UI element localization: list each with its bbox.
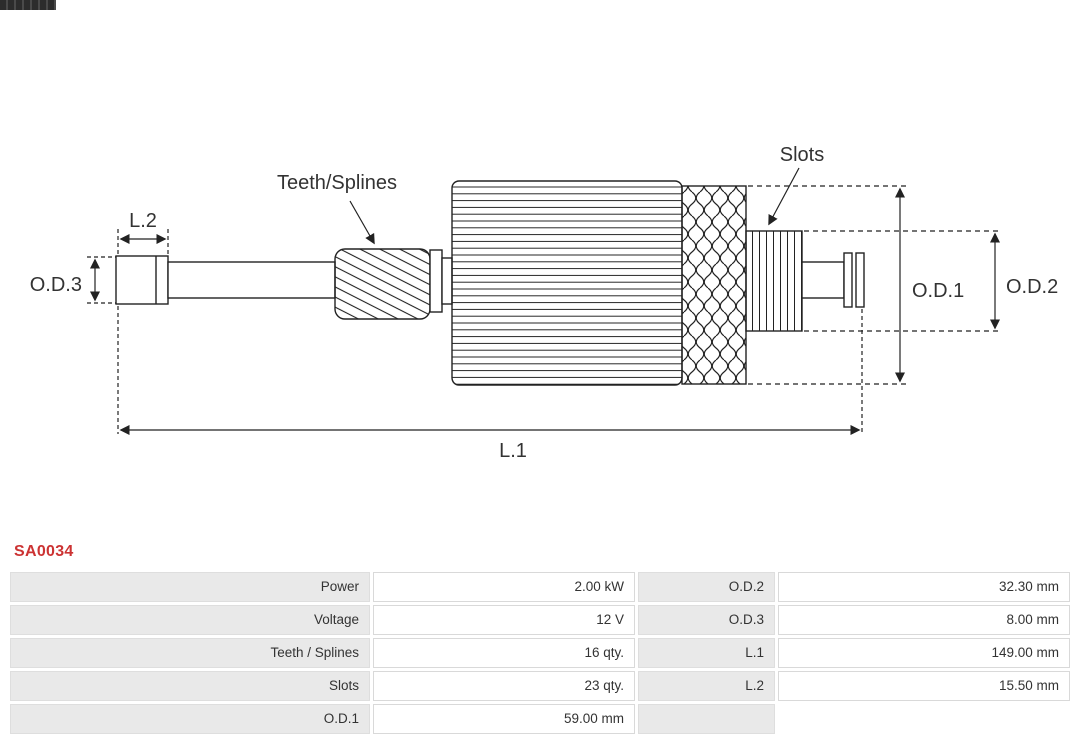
armature-body [115, 180, 865, 386]
spec-value-cell: 15.50 mm [778, 671, 1070, 701]
teeth-splines-pointer-arrow [349, 200, 375, 245]
shaft-left-end [115, 255, 169, 305]
spec-label-cell: Voltage [10, 605, 370, 635]
shaft-right [801, 261, 845, 299]
windings [681, 185, 747, 385]
spec-label-cell: L.2 [638, 671, 775, 701]
part-number: SA0034 [14, 543, 74, 560]
spec-label-cell: O.D.2 [638, 572, 775, 602]
spec-value-cell: 32.30 mm [778, 572, 1070, 602]
spec-label-cell: Teeth / Splines [10, 638, 370, 668]
spec-value-cell: 149.00 mm [778, 638, 1070, 668]
spec-value-cell: 59.00 mm [373, 704, 635, 734]
spec-value-cell: 16 qty. [373, 638, 635, 668]
od2-label: O.D.2 [1006, 276, 1058, 298]
spec-value-cell: 12 V [373, 605, 635, 635]
teeth-splines-gear [334, 248, 431, 320]
end-groove-2 [855, 252, 865, 308]
teeth-splines-label: Teeth/Splines [277, 172, 397, 194]
dimension-lines [87, 167, 1002, 436]
spec-label-cell [638, 704, 775, 734]
collar-outer [429, 249, 443, 313]
dimension-labels: L.2 O.D.3 Teeth/Splines Slots O.D.1 O.D.… [30, 144, 1059, 462]
spec-value-cell [778, 704, 1070, 734]
collar-inner [441, 257, 453, 305]
slots-pointer-arrow [768, 167, 800, 226]
spec-label-cell: O.D.3 [638, 605, 775, 635]
shaft-left [167, 261, 336, 299]
slots-label: Slots [780, 144, 824, 166]
commutator [745, 230, 803, 332]
spec-value-cell: 2.00 kW [373, 572, 635, 602]
spec-label-cell: Power [10, 572, 370, 602]
armature-technical-diagram: L.2 O.D.3 Teeth/Splines Slots O.D.1 O.D.… [30, 144, 1059, 462]
od3-label: O.D.3 [30, 274, 82, 296]
l1-label: L.1 [499, 440, 527, 462]
od1-label: O.D.1 [912, 280, 964, 302]
spec-value-cell: 8.00 mm [778, 605, 1070, 635]
l2-label: L.2 [129, 210, 157, 232]
spec-label-cell: L.1 [638, 638, 775, 668]
armature-core [451, 180, 683, 386]
spec-label-cell: O.D.1 [10, 704, 370, 734]
end-groove-1 [843, 252, 853, 308]
spec-table: Power 2.00 kW O.D.2 32.30 mm Voltage 12 … [10, 572, 1070, 734]
spec-label-cell: Slots [10, 671, 370, 701]
spec-value-cell: 23 qty. [373, 671, 635, 701]
brand-logo-partial [0, 0, 56, 10]
